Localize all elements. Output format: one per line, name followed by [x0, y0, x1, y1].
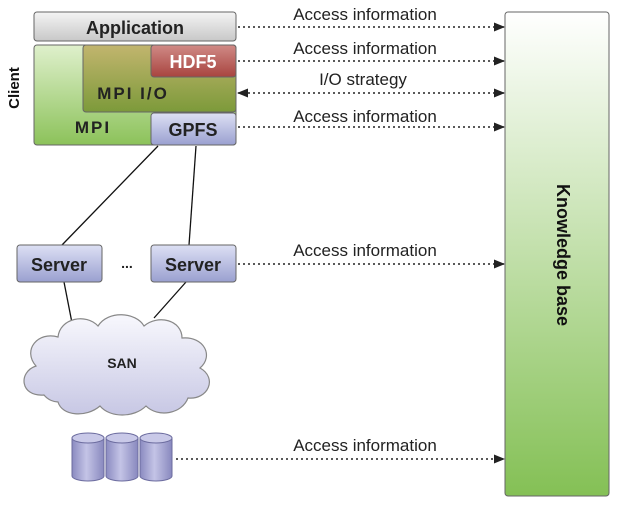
arrow-label-hdf5: Access information — [293, 39, 437, 58]
disk-icon — [105, 432, 139, 482]
disk-icon — [71, 432, 105, 482]
arrow-label-server: Access information — [293, 241, 437, 260]
knowledge-base: Knowledge base — [504, 11, 610, 497]
connection-lines — [61, 145, 197, 329]
knowledge-base-box — [504, 11, 610, 497]
gpfs-label: GPFS — [168, 120, 217, 140]
mpi-label: MPI — [75, 118, 111, 137]
san-cloud: SAN — [23, 314, 210, 416]
server-box-right — [150, 244, 237, 283]
mpiio-label: MPI I/O — [97, 84, 169, 103]
arrow-labels: Access information Access information I/… — [293, 5, 437, 455]
arrow-label-storage: Access information — [293, 436, 437, 455]
application-box — [33, 11, 237, 42]
arrow-label-gpfs: Access information — [293, 107, 437, 126]
server-label-right: Server — [165, 255, 221, 275]
server-label-left: Server — [31, 255, 87, 275]
arrows — [176, 22, 506, 464]
knowledge-base-label: Knowledge base — [553, 184, 573, 326]
san-label: SAN — [107, 355, 137, 371]
hdf5-label: HDF5 — [169, 52, 216, 72]
arrow-label-mpiio: I/O strategy — [319, 70, 407, 89]
server-row: Server ... Server — [16, 244, 237, 283]
arrow-label-application: Access information — [293, 5, 437, 24]
client-stack: Application MPI MPI I/O HDF5 GPFS — [33, 11, 237, 146]
client-label: Client — [6, 67, 23, 109]
server-box-left — [16, 244, 103, 283]
server-ellipsis: ... — [121, 255, 133, 271]
disk-icon — [139, 432, 173, 482]
gpfs-box — [150, 112, 237, 146]
hdf5-box — [150, 44, 237, 78]
storage-disks — [71, 432, 173, 482]
application-label: Application — [86, 18, 184, 38]
cloud-icon — [23, 314, 210, 416]
